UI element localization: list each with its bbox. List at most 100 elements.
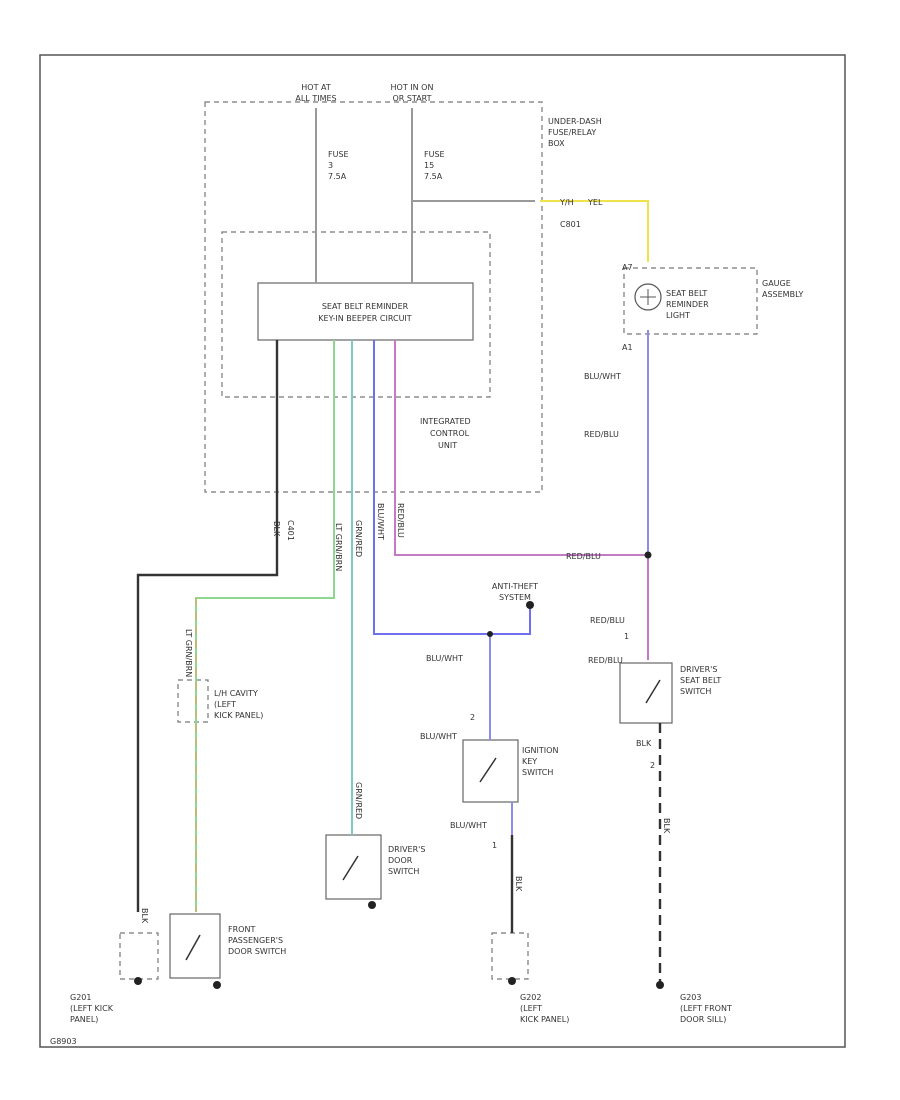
pin-a1-label: A1 xyxy=(622,343,633,352)
passenger-door-sw-label-3: DOOR SWITCH xyxy=(228,947,286,956)
driver-belt-sw-label-2: SEAT BELT xyxy=(680,676,721,685)
passenger-door-sw-label-2: PASSENGER'S xyxy=(228,936,283,945)
driver-door-sw-label-3: SWITCH xyxy=(388,867,419,876)
fuse-right-label-2: 15 xyxy=(424,161,434,170)
g201-label-2: (LEFT KICK xyxy=(70,1004,114,1013)
icu-label-3: UNIT xyxy=(438,441,457,450)
wire-blu-wht-antitheft xyxy=(373,340,531,635)
pin2-label-b: 2 xyxy=(650,761,655,770)
hot-right-label-2: OR START xyxy=(392,94,431,103)
grn-red-vertical-label: GRN/RED xyxy=(354,520,363,557)
ground-dot-g201 xyxy=(134,977,142,985)
splice-dot xyxy=(644,551,652,559)
g201-label-1: G201 xyxy=(70,993,91,1002)
icu-label-2: CONTROL xyxy=(430,429,470,438)
g202-label-2: (LEFT xyxy=(520,1004,542,1013)
driver-door-switch-blade xyxy=(342,855,359,881)
wire-lt-grn-brn xyxy=(195,340,335,912)
fuse-left-label-1: FUSE xyxy=(328,150,349,159)
pin1-label-a: 1 xyxy=(624,632,629,641)
lt-grn-brn-vertical-label: LT GRN/BRN xyxy=(184,629,193,677)
blu-vertical-label: BLU/WHT xyxy=(376,503,385,540)
icu-label-1: INTEGRATED xyxy=(420,417,471,426)
ignition-sw-label-1: IGNITION xyxy=(522,746,558,755)
reminder-circuit-label-2: KEY-IN BEEPER CIRCUIT xyxy=(318,314,411,323)
red-blu-label-2: RED/BLU xyxy=(566,552,601,561)
ignition-sw-label-3: SWITCH xyxy=(522,768,553,777)
passenger-door-switch-blade xyxy=(185,934,201,961)
splice-dot-blue xyxy=(487,631,493,637)
blu-wht-label-1: BLU/WHT xyxy=(584,372,621,381)
reminder-circuit-box xyxy=(257,282,474,341)
red-vertical-label: RED/BLU xyxy=(396,503,405,538)
ignition-sw-label-2: KEY xyxy=(522,757,537,766)
grn-red-vertical-label-2: GRN/RED xyxy=(354,782,363,819)
fuse-left-label-3: 7.5A xyxy=(328,172,347,181)
pin-a7-label: A7 xyxy=(622,263,633,272)
g203-label-1: G203 xyxy=(680,993,701,1002)
ground-dot-g202 xyxy=(508,977,516,985)
fuse-right-label-1: FUSE xyxy=(424,150,445,159)
ground-dot-driver xyxy=(368,901,376,909)
ignition-switch-blade xyxy=(479,757,497,783)
wire-yellow xyxy=(540,200,649,262)
anti-theft-label-2: SYSTEM xyxy=(499,593,531,602)
gauge-assembly-box xyxy=(623,267,758,335)
g203-label-3: DOOR SILL) xyxy=(680,1015,726,1024)
pin2-label-a: 2 xyxy=(470,713,475,722)
blk-vertical-label-2: BLK xyxy=(140,908,149,924)
driver-door-sw-label-1: DRIVER'S xyxy=(388,845,425,854)
fuse-left-label-2: 3 xyxy=(328,161,333,170)
g202-label-3: KICK PANEL) xyxy=(520,1015,569,1024)
driver-belt-sw-label-3: SWITCH xyxy=(680,687,711,696)
underdash-label-2: FUSE/RELAY xyxy=(548,128,596,137)
anti-theft-label-1: ANTI-THEFT xyxy=(492,582,538,591)
blk-vertical-label-3: BLK xyxy=(514,876,523,892)
lh-cavity-label-2: (LEFT xyxy=(214,700,236,709)
reminder-light-label-2: REMINDER xyxy=(666,300,709,309)
blk-vertical-label-4: BLK xyxy=(662,818,671,834)
connector-c801: C801 xyxy=(560,220,581,229)
ground-dot-g203 xyxy=(656,981,664,989)
grn-vertical-label: LT GRN/BRN xyxy=(334,523,343,571)
red-blu-label-3: RED/BLU xyxy=(590,616,625,625)
hot-right-label-1: HOT IN ON xyxy=(391,83,434,92)
hot-left-label-1: HOT AT xyxy=(301,83,331,92)
ground-dot-passenger xyxy=(213,981,221,989)
gauge-label-2: ASSEMBLY xyxy=(762,290,803,299)
underdash-label-1: UNDER-DASH xyxy=(548,117,602,126)
ignition-key-switch xyxy=(462,739,519,803)
underdash-label-3: BOX xyxy=(548,139,565,148)
wire-yel-label: YEL xyxy=(587,198,603,207)
reminder-circuit-label-1: SEAT BELT REMINDER xyxy=(322,302,409,311)
lh-cavity-box xyxy=(177,679,209,723)
blu-wht-label-3: BLU/WHT xyxy=(420,732,457,741)
wire-red-blu-icu xyxy=(394,340,648,556)
reminder-light-label-1: SEAT BELT xyxy=(666,289,707,298)
lh-cavity-label-3: KICK PANEL) xyxy=(214,711,263,720)
c401-label: C401 xyxy=(286,520,295,541)
g201-label-3: PANEL) xyxy=(70,1015,98,1024)
g203-label-2: (LEFT FRONT xyxy=(680,1004,732,1013)
lh-cavity-label-1: L/H CAVITY xyxy=(214,689,258,698)
fuse-right-label-3: 7.5A xyxy=(424,172,443,181)
blk-vertical-label: BLK xyxy=(272,521,281,537)
wire-yel-short-label: Y/H xyxy=(559,198,574,207)
g202-label-1: G202 xyxy=(520,993,541,1002)
figure-code: G8903 xyxy=(50,1037,77,1046)
blu-wht-label-2: BLU/WHT xyxy=(426,654,463,663)
anti-theft-dot xyxy=(526,601,534,609)
gauge-label-1: GAUGE xyxy=(762,279,791,288)
driver-belt-switch-blade xyxy=(645,679,661,704)
blk-horizontal-label: BLK xyxy=(636,739,652,748)
lamp-filament-icon xyxy=(640,289,656,305)
hot-left-label-2: ALL TIMES xyxy=(295,94,336,103)
integrated-control-unit-box xyxy=(221,231,491,398)
red-blu-label-1: RED/BLU xyxy=(584,430,619,439)
wire-blk-ground xyxy=(136,340,279,912)
driver-seat-belt-switch xyxy=(619,662,673,724)
driver-belt-sw-label-1: DRIVER'S xyxy=(680,665,717,674)
g202-ground-box xyxy=(491,932,529,980)
passenger-door-switch xyxy=(169,913,221,979)
